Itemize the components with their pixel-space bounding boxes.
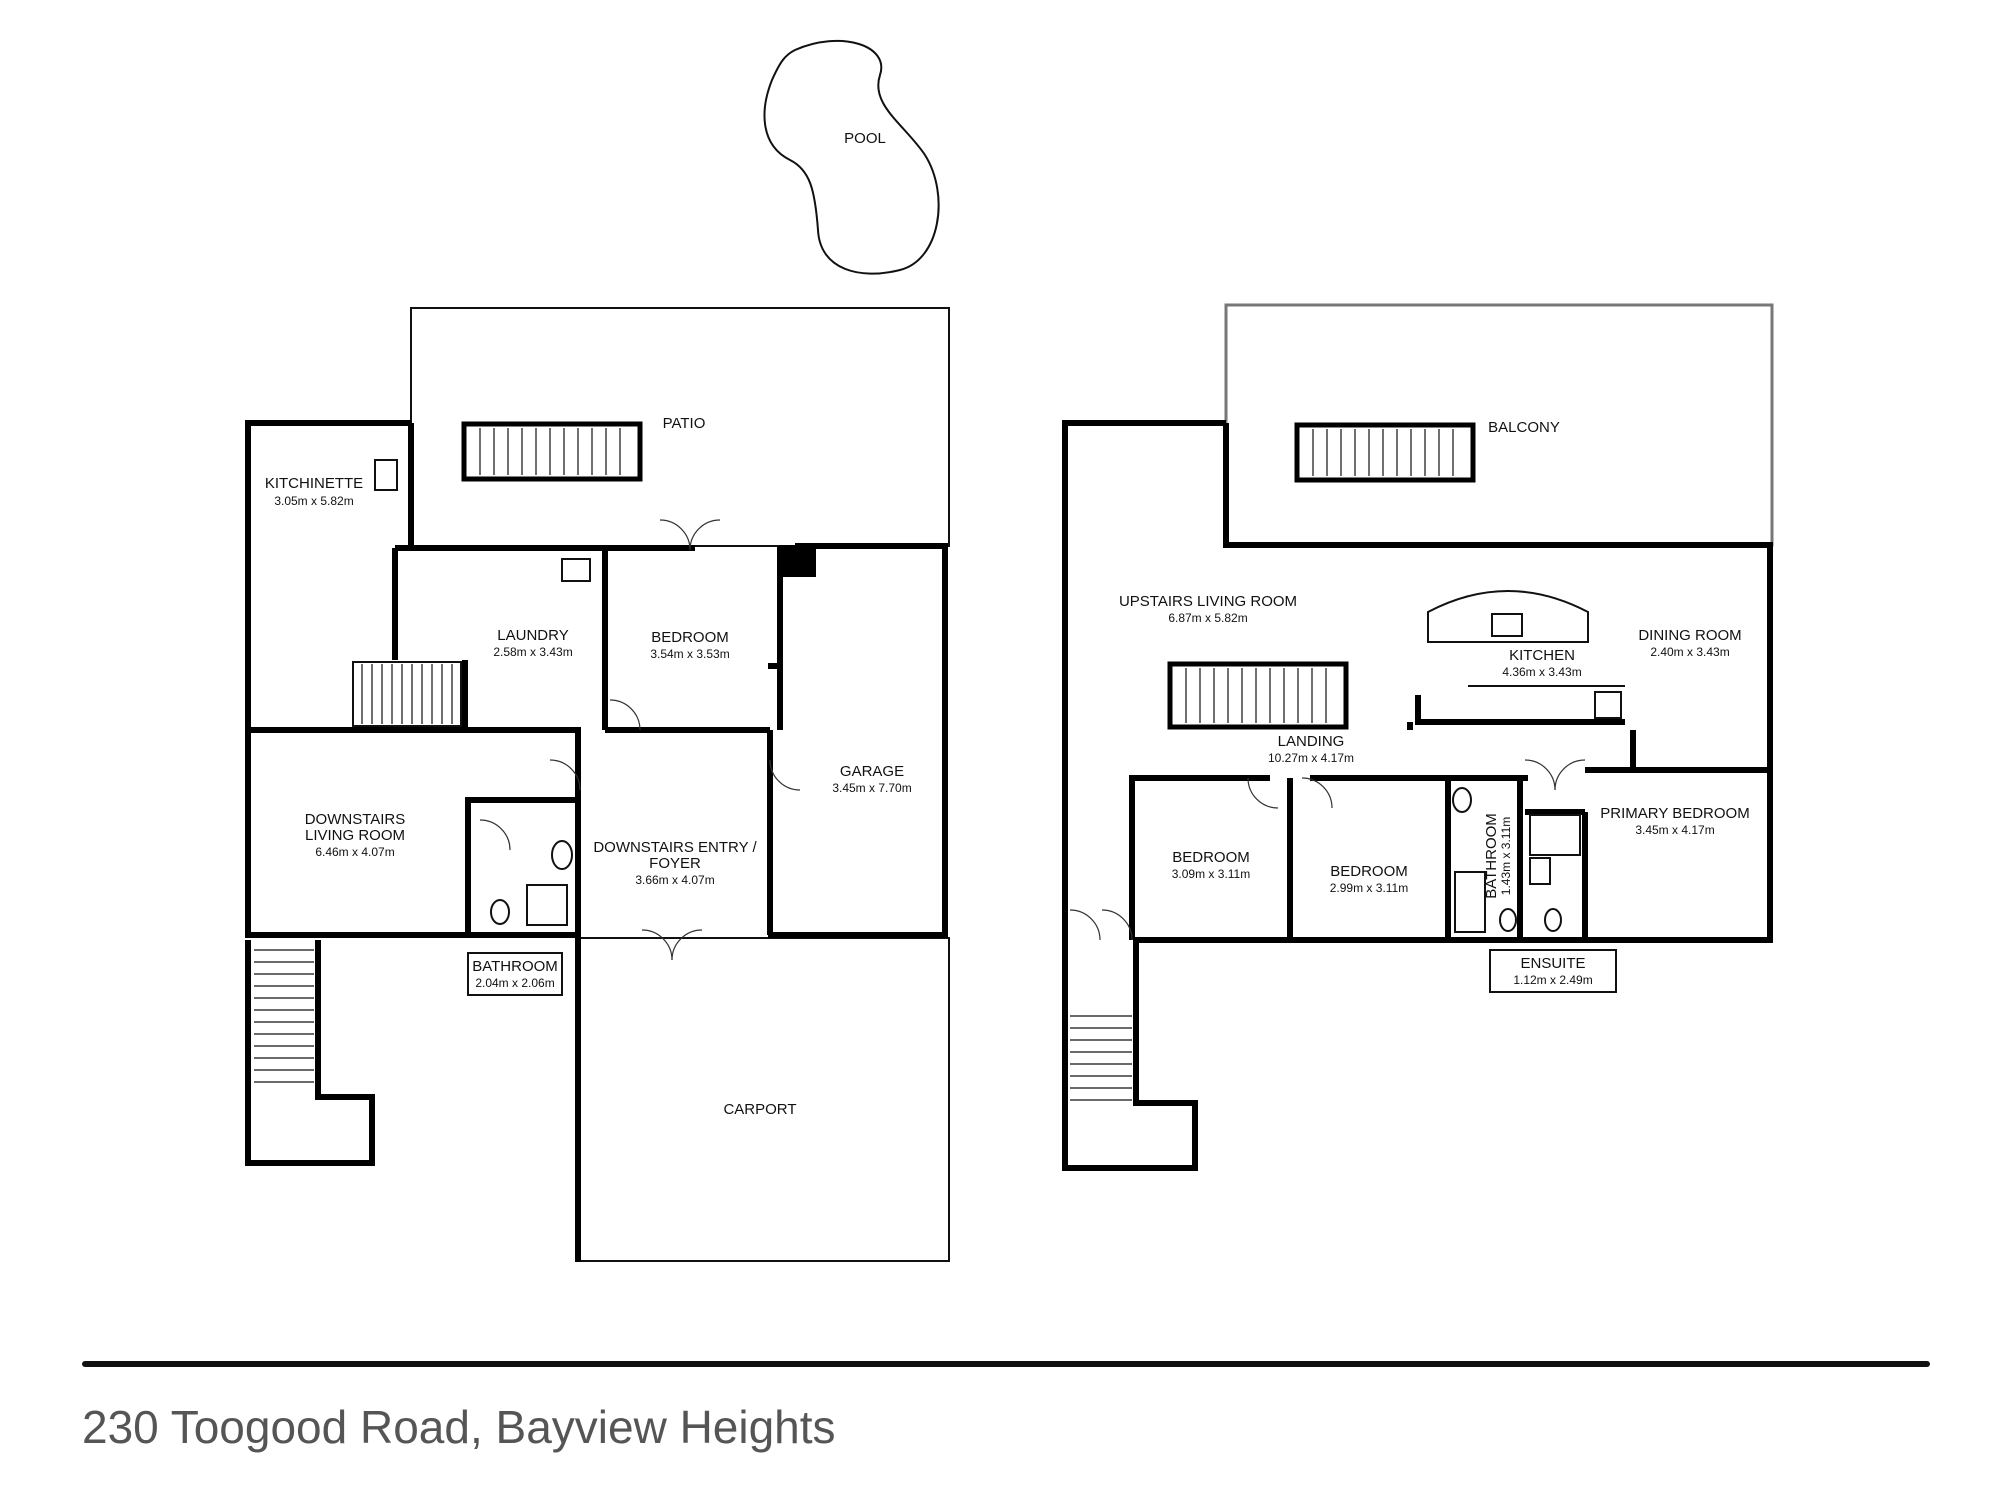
primary-bedroom-size: 3.45m x 4.17m — [1635, 823, 1714, 837]
downstairs-living-size: 6.46m x 4.07m — [315, 845, 394, 859]
kitchinette-size: 3.05m x 5.82m — [274, 494, 353, 508]
landing-label: LANDING — [1278, 733, 1345, 750]
ground-outer-wall — [245, 420, 575, 938]
ground-external-stairs — [245, 940, 375, 1166]
kitchinette-label: KITCHINETTE — [265, 475, 363, 492]
garage-size: 3.45m x 7.70m — [832, 781, 911, 795]
upper-outer-wall — [1062, 420, 1773, 1171]
upper-external-stairs — [1070, 1015, 1132, 1101]
upstairs-living-label: UPSTAIRS LIVING ROOM — [1119, 593, 1297, 610]
upper-floor-plan — [1062, 303, 1774, 1171]
kitchen-size: 4.36m x 3.43m — [1502, 665, 1581, 679]
pool-label: POOL — [844, 130, 886, 147]
carport-label: CARPORT — [723, 1101, 796, 1118]
property-address: 230 Toogood Road, Bayview Heights — [82, 1401, 836, 1453]
ground-bathroom-label-box — [467, 952, 563, 996]
ground-bedroom-size: 3.54m x 3.53m — [650, 647, 729, 661]
laundry-label: LAUNDRY — [497, 627, 568, 644]
ground-floor-plan — [245, 307, 950, 1262]
landing-size: 10.27m x 4.17m — [1268, 751, 1354, 765]
balcony-stairs — [1294, 422, 1476, 483]
upper-bedroom-2-size: 2.99m x 3.11m — [1330, 881, 1408, 895]
ensuite-label: ENSUITE — [1520, 955, 1585, 972]
ensuite-label-box — [1489, 949, 1617, 993]
ground-bedroom-label: BEDROOM — [651, 629, 729, 646]
downstairs-living-label-2: LIVING ROOM — [305, 827, 405, 844]
upper-bedroom-2-label: BEDROOM — [1330, 863, 1408, 880]
dining-size: 2.40m x 3.43m — [1650, 645, 1729, 659]
balcony-label: BALCONY — [1488, 419, 1560, 436]
ground-bathroom-label: BATHROOM — [472, 958, 558, 975]
ground-bathroom-size: 2.04m x 2.06m — [475, 976, 554, 990]
patio-stairs — [461, 421, 643, 482]
footer-rule — [82, 1361, 1930, 1367]
entry-size: 3.66m x 4.07m — [635, 873, 714, 887]
upper-bedroom-1-size: 3.09m x 3.11m — [1172, 867, 1250, 881]
pool-outline — [763, 39, 940, 275]
entry-label-1: DOWNSTAIRS ENTRY / — [593, 839, 757, 856]
upper-bathroom-size: 1.43m x 3.11m — [1499, 817, 1513, 895]
carport-outline — [577, 937, 950, 1262]
upper-internal-stairs — [1167, 661, 1349, 730]
ensuite-size: 1.12m x 2.49m — [1513, 973, 1592, 987]
downstairs-living-label-1: DOWNSTAIRS — [305, 811, 406, 828]
patio-label: PATIO — [663, 415, 706, 432]
laundry-size: 2.58m x 3.43m — [493, 645, 572, 659]
upstairs-living-size: 6.87m x 5.82m — [1168, 611, 1247, 625]
primary-bedroom-label: PRIMARY BEDROOM — [1600, 805, 1749, 822]
garage-label: GARAGE — [840, 763, 904, 780]
dining-label: DINING ROOM — [1638, 627, 1741, 644]
entry-label-2: FOYER — [649, 855, 701, 872]
floor-plan: POOL — [245, 39, 1774, 1262]
upper-bathroom-label: BATHROOM — [1483, 813, 1500, 899]
upper-bedroom-1-label: BEDROOM — [1172, 849, 1250, 866]
kitchen-label: KITCHEN — [1509, 647, 1575, 664]
ground-internal-stairs — [352, 661, 462, 727]
